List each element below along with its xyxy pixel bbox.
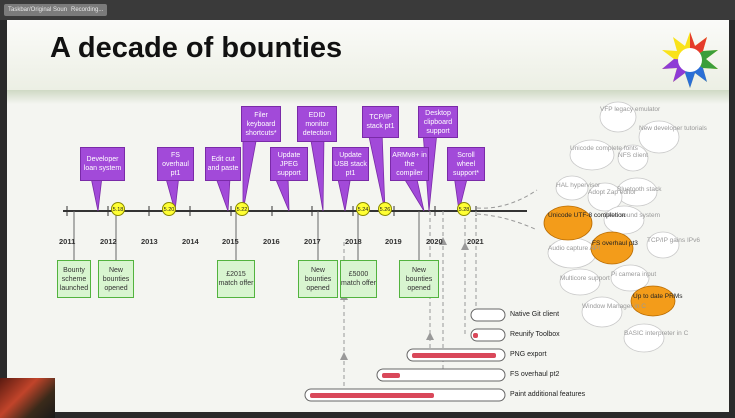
cloud-24bit-sound: 24bit sound system [604,212,661,219]
orange-cloud-fs-overhaul-pt3: FS overhaul pt3 [592,240,638,247]
release-badge-5-26: 5.26 [378,202,392,216]
callout-scroll-wheel: Scroll wheel support* [447,147,485,181]
year-label: 2019 [385,237,402,246]
green-box-match-offer-5000: £5000 match offer [340,260,377,298]
progress-label: Paint additional features [510,391,586,398]
progress-label: Reunify Toolbox [510,331,560,338]
riscos-logo-icon [662,32,718,88]
cloud-window-manager-c: Window Manager in C [582,303,646,310]
progress-label: Native Git client [510,311,560,318]
slide-header [7,20,729,90]
release-badge-5-24: 5.24 [356,202,370,216]
callout-desktop-clipboard: Desktop clipboard support [418,106,458,138]
dashed-line-arrows [340,237,469,360]
callout-fs-overhaul-pt1: FS overhaul pt1 [157,147,194,181]
top-tab-recording[interactable]: Recording... [67,4,108,16]
year-label: 2016 [263,237,280,246]
cloud-audio-capture: Audio capture API [548,245,601,252]
top-tab-sound[interactable]: Taskbar/Original Sound [4,4,75,16]
green-box-new-bounties: New bounties opened [298,260,338,298]
cloud-vfp-emulator: VFP legacy emulator [600,106,661,113]
year-label: 2011 [59,237,76,246]
cloud-basic-interpreter-c: BASIC interpreter in C [624,330,689,337]
cloud-unicode-fonts: Unicode complete fonts [570,145,638,152]
release-badge-5-22: 5.22 [235,202,249,216]
cloud-tcpip-ipv6: TCP/IP gains IPv6 [647,237,700,244]
year-label: 2012 [100,237,117,246]
year-label: 2014 [182,237,199,246]
callout-edid-monitor: EDID monitor detection [297,106,337,142]
year-label: 2021 [467,237,484,246]
green-box-match-offer-2015: £2015 match offer [217,260,255,298]
callout-tcpip-stack: TCP/IP stack pt1 [362,106,399,138]
callout-developer-loan: Developer loan system [80,147,125,181]
orange-cloud-prms: Up to date PRMs [633,293,683,300]
callout-filer-shortcuts: Filer keyboard shortcuts* [241,106,281,142]
release-badge-5-20: 5.20 [162,202,176,216]
progress-label: FS overhaul pt2 [510,371,560,378]
green-box-connectors [73,211,420,260]
callout-usb-stack: Update USB stack pt1 [332,147,369,181]
green-box-new-bounties: New bounties opened [399,260,439,298]
orange-cloud-unicode-utf8: Unicode UTF-8 completion [548,212,626,219]
cloud-nfs-client: NFS client [618,152,648,159]
orange-clouds [543,205,676,317]
year-label: 2017 [304,237,321,246]
year-label: 2015 [222,237,239,246]
release-badge-5-28: 5.28 [457,202,471,216]
progress-fills [310,333,496,398]
year-label: 2018 [345,237,362,246]
green-box-scheme-launched: Bounty scheme launched [57,260,91,298]
progress-label: PNG export [510,351,547,358]
green-box-new-bounties: New bounties opened [98,260,134,298]
cloud-zap-editor: Adopt Zap editor [588,189,637,196]
year-label: 2013 [141,237,158,246]
speaker-video-thumbnail [0,378,55,418]
cloud-bluetooth-stack: Bluetooth stack [617,186,662,193]
presentation-slide: A decade of bounties [7,20,729,412]
cloud-hal-hypervisor: HAL hypervisor [556,182,601,189]
cloud-pi-camera: Pi camera input [611,271,657,278]
cloud-multicore: Multicore support [560,275,610,282]
slide-title: A decade of bounties [50,32,343,64]
year-label: 2020 [426,237,443,246]
slide-header-rule [7,90,729,104]
feature-clouds [547,101,680,353]
meeting-top-bar: Taskbar/Original Sound Recording... [0,0,735,20]
callout-armv8-compiler: ARMv8+ in the compiler [390,147,429,181]
cloud-developer-tutorials: New developer tutorials [639,125,707,132]
callout-edit-cut-paste: Edit cut and paste [205,147,241,181]
release-badge-5-18: 5.18 [111,202,125,216]
callout-update-jpeg: Update JPEG support [270,147,308,181]
